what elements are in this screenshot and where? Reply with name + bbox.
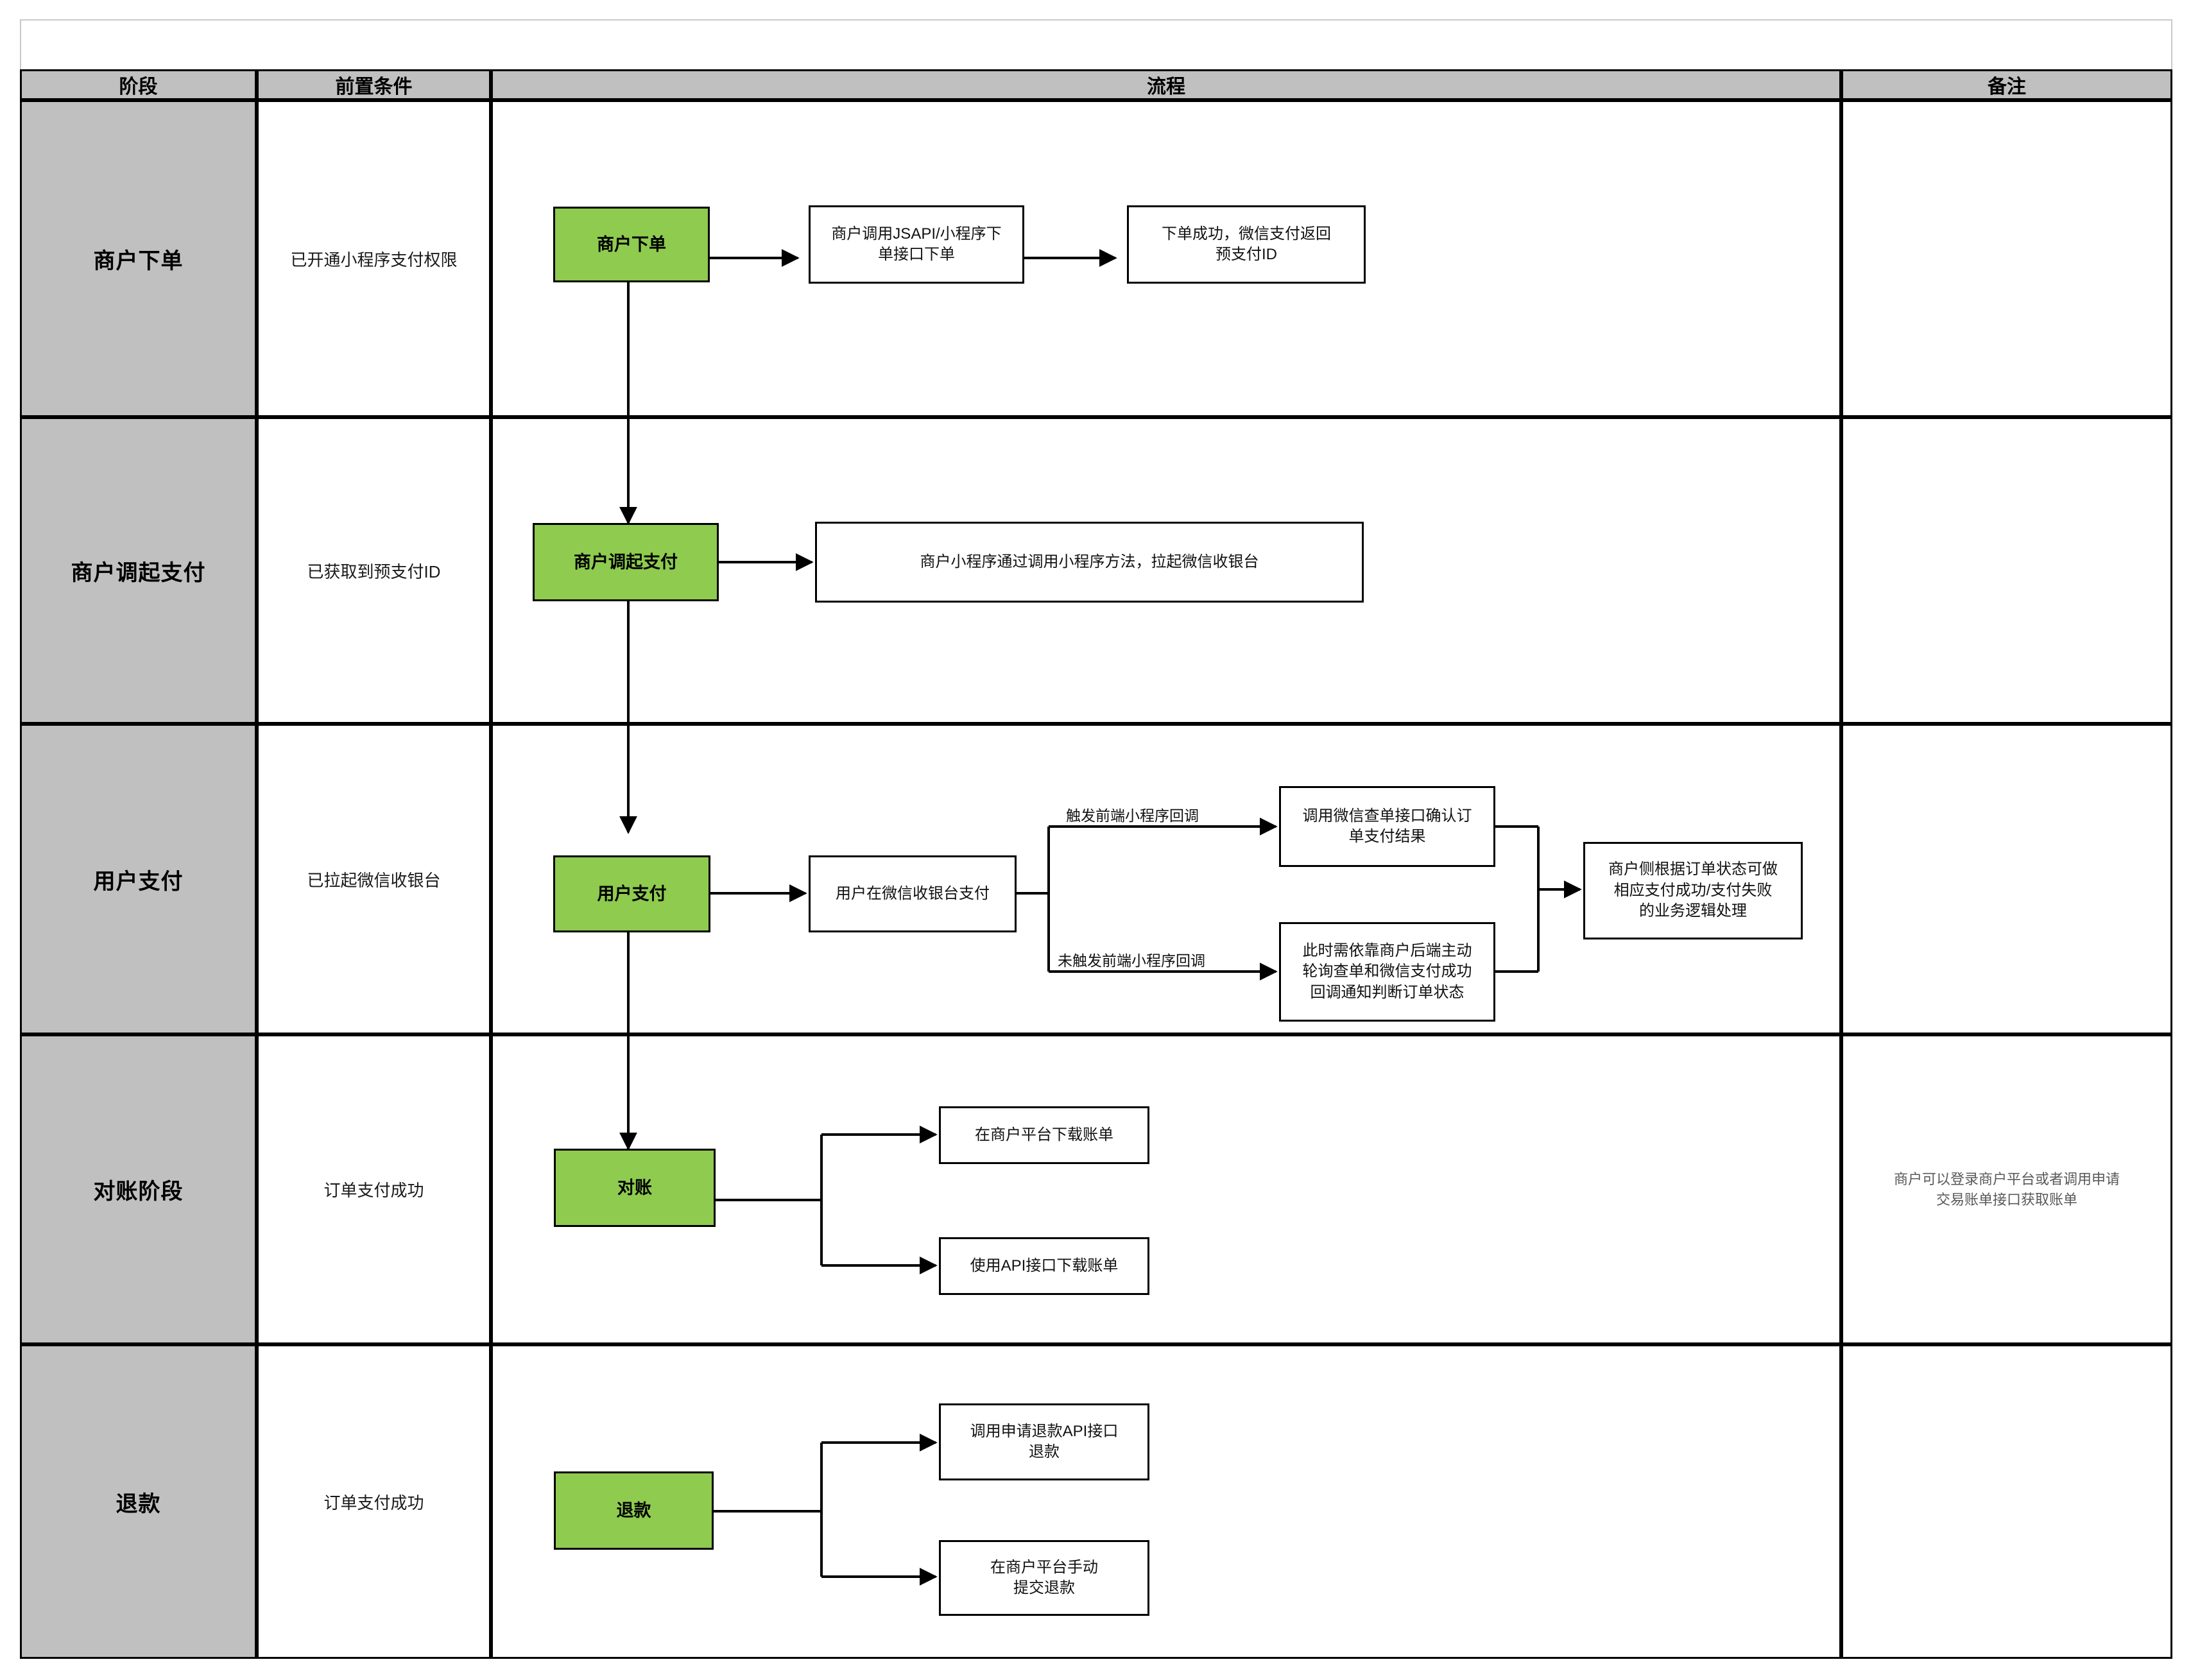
precondition-cell-row-1: 已开通小程序支付权限 bbox=[257, 100, 491, 417]
stage-cell-row-5: 退款 bbox=[20, 1344, 257, 1659]
column-header-flow: 流程 bbox=[491, 69, 1841, 100]
remark-cell-row-1 bbox=[1841, 100, 2172, 417]
remark-cell-row-2 bbox=[1841, 417, 2172, 724]
remark-cell-row-5 bbox=[1841, 1344, 2172, 1659]
node-reconciliation[interactable]: 对账 bbox=[554, 1149, 716, 1227]
column-header-remark: 备注 bbox=[1841, 69, 2172, 100]
remark-cell-row-3 bbox=[1841, 724, 2172, 1034]
edge-label-callback-not-triggered: 未触发前端小程序回调 bbox=[1058, 952, 1205, 969]
remark-cell-row-4: 商户可以登录商户平台或者调用申请 交易账单接口获取账单 bbox=[1841, 1034, 2172, 1344]
table-top-spacer bbox=[20, 19, 2172, 69]
node-order-success-prepay-id[interactable]: 下单成功，微信支付返回 预支付ID bbox=[1127, 205, 1366, 284]
stage-cell-row-4: 对账阶段 bbox=[20, 1034, 257, 1344]
node-user-payment[interactable]: 用户支付 bbox=[553, 855, 710, 932]
column-header-precondition: 前置条件 bbox=[257, 69, 491, 100]
node-merchant-business-logic[interactable]: 商户侧根据订单状态可做 相应支付成功/支付失败 的业务逻辑处理 bbox=[1583, 842, 1803, 939]
node-refund-via-api[interactable]: 调用申请退款API接口 退款 bbox=[939, 1403, 1149, 1480]
edge-label-callback-triggered: 触发前端小程序回调 bbox=[1066, 807, 1199, 824]
precondition-cell-row-2: 已获取到预支付ID bbox=[257, 417, 491, 724]
stage-cell-row-2: 商户调起支付 bbox=[20, 417, 257, 724]
node-miniprogram-invoke-cashier[interactable]: 商户小程序通过调用小程序方法，拉起微信收银台 bbox=[815, 522, 1364, 603]
node-refund-on-platform[interactable]: 在商户平台手动 提交退款 bbox=[939, 1540, 1149, 1616]
node-download-bill-on-platform[interactable]: 在商户平台下载账单 bbox=[939, 1106, 1149, 1164]
node-refund[interactable]: 退款 bbox=[554, 1471, 714, 1550]
node-merchant-place-order[interactable]: 商户下单 bbox=[553, 207, 710, 282]
stage-cell-row-3: 用户支付 bbox=[20, 724, 257, 1034]
node-call-jsapi-order-api[interactable]: 商户调用JSAPI/小程序下 单接口下单 bbox=[809, 205, 1024, 284]
node-backend-poll-and-callback[interactable]: 此时需依靠商户后端主动 轮询查单和微信支付成功 回调通知判断订单状态 bbox=[1279, 922, 1495, 1022]
node-query-order-confirm-result[interactable]: 调用微信查单接口确认订 单支付结果 bbox=[1279, 786, 1495, 867]
precondition-cell-row-5: 订单支付成功 bbox=[257, 1344, 491, 1659]
flow-cell-row-4 bbox=[491, 1034, 1841, 1344]
stage-cell-row-1: 商户下单 bbox=[20, 100, 257, 417]
flow-cell-row-5 bbox=[491, 1344, 1841, 1659]
node-download-bill-via-api[interactable]: 使用API接口下载账单 bbox=[939, 1237, 1149, 1295]
precondition-cell-row-4: 订单支付成功 bbox=[257, 1034, 491, 1344]
flow-table: 阶段 前置条件 流程 备注 商户下单 已开通小程序支付权限 商户调起支付 已获取… bbox=[20, 19, 2172, 1659]
remark-text-row-4: 商户可以登录商户平台或者调用申请 交易账单接口获取账单 bbox=[1893, 1170, 2120, 1208]
node-merchant-invoke-payment[interactable]: 商户调起支付 bbox=[533, 523, 719, 601]
node-user-pays-in-cashier[interactable]: 用户在微信收银台支付 bbox=[809, 855, 1017, 932]
precondition-cell-row-3: 已拉起微信收银台 bbox=[257, 724, 491, 1034]
column-header-stage: 阶段 bbox=[20, 69, 257, 100]
